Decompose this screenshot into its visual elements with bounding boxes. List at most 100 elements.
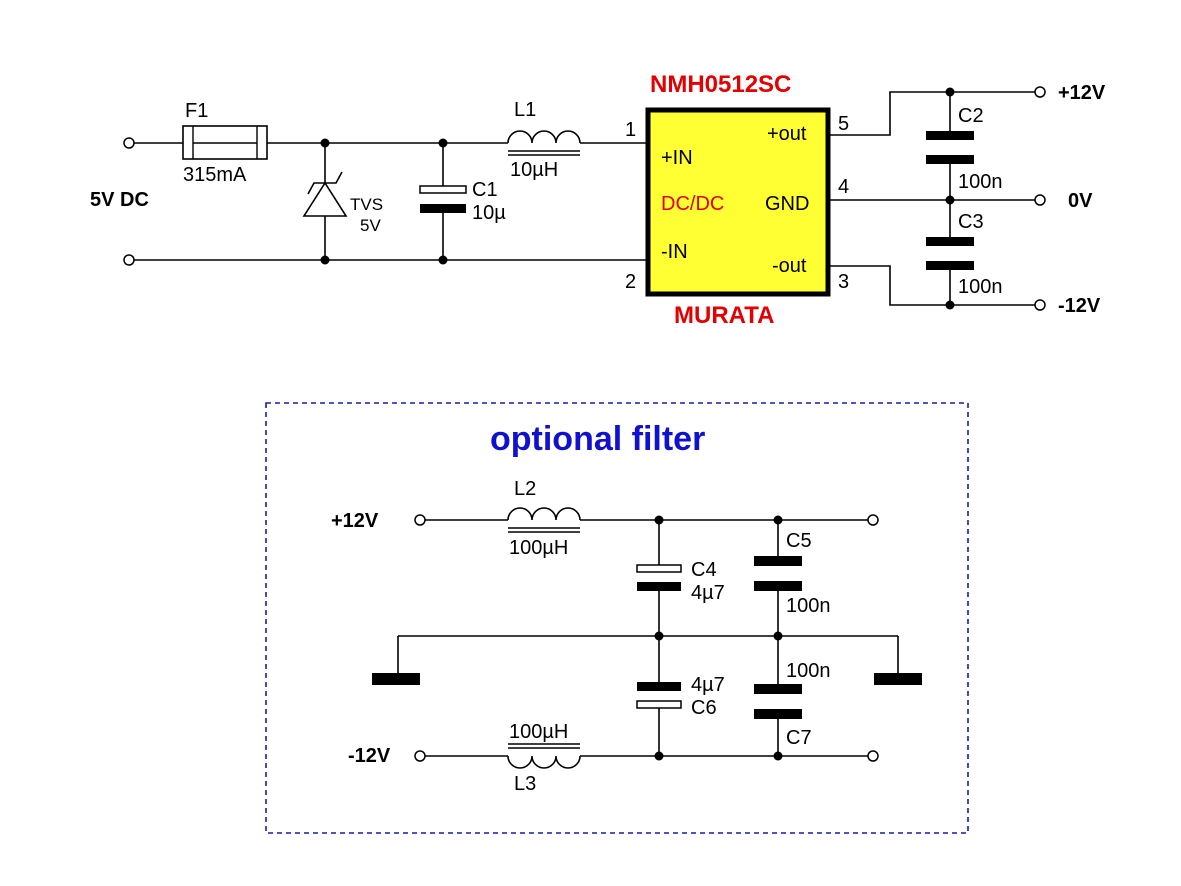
output-label-zero: 0V — [1068, 190, 1093, 212]
output-terminal-zero[interactable] — [1034, 194, 1046, 206]
main-circuit: 5V DC F1 315mA TVS 5V — [90, 71, 1106, 329]
tvs-triangle — [302, 181, 348, 217]
input-terminal-positive[interactable] — [123, 137, 135, 149]
c6-plate-positive — [636, 700, 682, 709]
c1-value: 10µ — [472, 202, 506, 224]
ic-pin-label-gnd: GND — [765, 193, 809, 215]
c2-plate — [926, 155, 974, 164]
c7-plate — [754, 684, 802, 694]
ic-part-number: NMH0512SC — [650, 71, 791, 98]
l2-ref: L2 — [514, 478, 536, 500]
wire-out-pos — [828, 91, 1035, 136]
c5-ref: C5 — [786, 530, 812, 552]
dcdc-converter-ic: NMH0512SC MURATA +IN DC/DC -IN +out GND … — [625, 71, 849, 329]
inductor-l1: L1 10µH — [507, 99, 581, 181]
tvs-ref: TVS — [350, 195, 383, 214]
c3-value: 100n — [958, 276, 1003, 298]
junction-dot — [320, 255, 330, 265]
c2-value: 100n — [958, 171, 1003, 193]
c5-plate — [754, 581, 802, 591]
capacitor-c2: C2 100n — [926, 92, 1003, 200]
c5-value: 100n — [786, 595, 831, 617]
tvs-value: 5V — [360, 216, 381, 235]
c1-plate-positive — [419, 185, 467, 194]
c7-plate — [754, 709, 802, 719]
l2-value: 100µH — [509, 537, 568, 559]
inductor-l3: 100µH L3 — [507, 721, 581, 795]
c3-ref: C3 — [958, 211, 984, 233]
l2-coil — [507, 507, 581, 521]
c6-value: 4µ7 — [691, 674, 725, 696]
capacitor-c7: 100n C7 — [754, 636, 831, 756]
filter-input-label-positive: +12V — [331, 510, 379, 532]
filter-boundary — [265, 402, 969, 834]
c6-plate-negative — [637, 682, 681, 691]
junction-dot — [773, 631, 783, 641]
c3-plate — [926, 261, 974, 270]
filter-output-terminal-positive[interactable] — [867, 514, 879, 526]
c4-plate-positive — [636, 564, 682, 573]
ic-pin-label-in-pos: +IN — [661, 147, 693, 169]
c2-plate — [926, 131, 974, 140]
ground-symbol-right — [874, 673, 922, 685]
c3-plate — [926, 237, 974, 246]
l1-coil — [507, 130, 581, 144]
junction-dot — [945, 195, 955, 205]
c2-ref: C2 — [958, 105, 984, 127]
ic-pin-number-4: 4 — [838, 176, 849, 198]
filter-input-terminal-positive[interactable] — [414, 514, 426, 526]
junction-dot — [438, 138, 448, 148]
c1-plate-negative — [420, 204, 466, 213]
c7-value: 100n — [786, 660, 831, 682]
ic-pin-number-3: 3 — [838, 271, 849, 293]
l1-ref: L1 — [514, 99, 536, 121]
output-terminal-negative[interactable] — [1034, 299, 1046, 311]
fuse-value: 315mA — [183, 164, 247, 186]
output-label-negative: -12V — [1058, 295, 1101, 317]
capacitor-c3: C3 100n — [926, 200, 1003, 305]
ic-pin-label-out-pos: +out — [767, 123, 807, 145]
capacitor-c4: C4 4µ7 — [636, 520, 725, 636]
filter-output-terminal-negative[interactable] — [867, 750, 879, 762]
c5-plate — [754, 556, 802, 566]
junction-dot — [654, 751, 664, 761]
capacitor-c6: 4µ7 C6 — [636, 636, 725, 756]
junction-dot — [654, 515, 664, 525]
l3-coil — [507, 755, 581, 769]
capacitor-c1: C1 10µ — [419, 143, 506, 260]
ic-function-label: DC/DC — [661, 193, 724, 215]
junction-dot — [773, 515, 783, 525]
ic-pin-number-5: 5 — [838, 113, 849, 135]
ic-pin-label-out-neg: -out — [772, 255, 807, 277]
filter-input-label-negative: -12V — [348, 745, 391, 767]
c4-ref: C4 — [691, 559, 717, 581]
c4-value: 4µ7 — [691, 582, 725, 604]
junction-dot — [654, 631, 664, 641]
junction-dot — [945, 87, 955, 97]
l3-value: 100µH — [509, 721, 568, 743]
ic-pin-label-in-neg: -IN — [661, 241, 688, 263]
output-label-positive: +12V — [1058, 82, 1106, 104]
tvs-diode: TVS 5V — [302, 143, 383, 260]
junction-dot — [320, 138, 330, 148]
ic-pin-number-2: 2 — [625, 271, 636, 293]
c7-ref: C7 — [786, 727, 812, 749]
ic-manufacturer: MURATA — [674, 302, 774, 329]
filter-title: optional filter — [490, 420, 705, 458]
wire-out-neg — [828, 265, 1035, 306]
l3-ref: L3 — [514, 773, 536, 795]
junction-dot — [945, 300, 955, 310]
c6-ref: C6 — [691, 697, 717, 719]
filter-input-terminal-negative[interactable] — [414, 750, 426, 762]
ic-pin-number-1: 1 — [625, 119, 636, 141]
junction-dot — [773, 751, 783, 761]
input-terminal-negative[interactable] — [123, 254, 135, 266]
c1-ref: C1 — [472, 179, 498, 201]
output-terminal-positive[interactable] — [1034, 86, 1046, 98]
ground-symbol-left — [372, 673, 420, 685]
optional-filter: optional filter +12V L2 100µH -12V 100µH — [265, 402, 969, 834]
fuse-f1: F1 315mA — [182, 100, 268, 186]
l1-value: 10µH — [510, 159, 558, 181]
inductor-l2: L2 100µH — [507, 478, 581, 559]
